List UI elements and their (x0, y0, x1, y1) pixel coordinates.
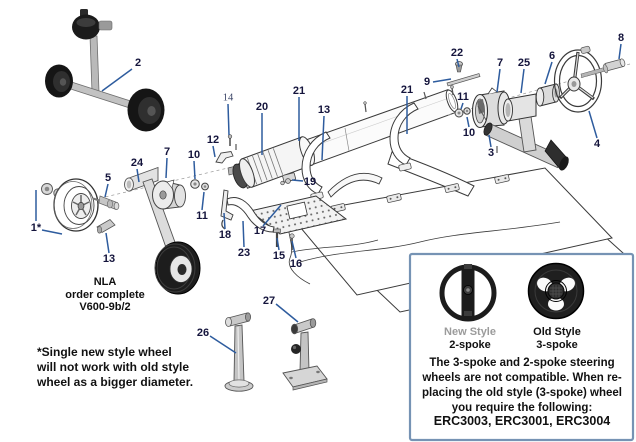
stand-plate-base-illustration (282, 318, 328, 391)
part-label-7: 7 (496, 57, 504, 69)
part-label-6: 6 (548, 50, 556, 62)
info-box-body-line: you require the following: (451, 402, 593, 414)
part-label-16: 16 (289, 258, 303, 270)
part-label-10: 10 (462, 127, 476, 139)
part-label-22: 22 (450, 47, 464, 59)
footnote-line: wheel as a bigger diameter. (37, 375, 194, 389)
part-label-8: 8 (617, 32, 625, 44)
exploded-cart-illustration (41, 166, 233, 295)
part-label-2: 2 (134, 57, 142, 69)
new-style-spoke-label: 2-spoke (449, 339, 491, 351)
part-label-1star: 1* (30, 222, 42, 234)
part-label-18: 18 (218, 229, 232, 241)
part-label-9: 9 (423, 76, 431, 88)
part-label-25: 25 (517, 57, 531, 69)
part-label-4: 4 (593, 138, 601, 150)
part-label-11: 11 (196, 210, 208, 222)
nla-line: order complete (65, 288, 145, 301)
leader-lines (35, 43, 622, 354)
part-label-21: 21 (400, 84, 414, 96)
part-label-17: 17 (253, 225, 267, 237)
new-style-label: New Style (444, 326, 496, 338)
nla-line: NLA (93, 276, 117, 288)
part-label-7: 7 (163, 146, 171, 158)
old-style-label: Old Style (533, 326, 581, 338)
part-label-27: 27 (262, 295, 276, 307)
nla-note: NLA order complete V600-9b/2 (40, 276, 170, 314)
part-label-13: 13 (317, 104, 331, 116)
part-label-15: 15 (272, 250, 286, 262)
compatibility-footnote: *Single new style wheel will not work wi… (37, 345, 193, 390)
part-label-10: 10 (187, 149, 201, 161)
roller-tube-illustration (215, 89, 510, 250)
part-label-24: 24 (130, 157, 144, 169)
two-spoke-wheel-icon (439, 264, 497, 322)
part-label-21: 21 (292, 85, 306, 97)
info-box-body: The 3-spoke and 2-spoke steering wheels … (413, 356, 631, 416)
info-box-part-numbers: ERC3003, ERC3001, ERC3004 (433, 414, 611, 428)
info-box (408, 252, 635, 442)
part-label-20: 20 (255, 101, 269, 113)
part-label-13: 13 (102, 253, 116, 265)
part-label-23: 23 (237, 247, 251, 259)
part-label-5: 5 (104, 172, 112, 184)
part-label-14: 14 (222, 92, 234, 104)
info-box-body-line: placing the old style (3-spoke) wheel (421, 387, 622, 399)
part-label-12: 12 (206, 134, 220, 146)
info-box-body-line: The 3-spoke and 2-spoke steering (429, 357, 615, 369)
info-box-body-line: wheels are not compatible. When re- (422, 372, 622, 384)
footnote-line: *Single new style wheel (37, 345, 172, 359)
footnote-line: will not work with old style (37, 360, 190, 374)
part-label-19: 19 (303, 176, 317, 188)
stand-round-base-illustration (224, 312, 254, 392)
old-style-spoke-label: 3-spoke (536, 339, 578, 351)
part-label-3: 3 (487, 147, 495, 159)
assembled-cart-illustration (45, 9, 165, 132)
crank-assembly-illustration (446, 45, 631, 171)
part-label-26: 26 (196, 327, 210, 339)
part-label-11: 11 (457, 91, 469, 103)
three-spoke-wheel-icon (527, 262, 585, 320)
nla-line: V600-9b/2 (79, 301, 131, 313)
